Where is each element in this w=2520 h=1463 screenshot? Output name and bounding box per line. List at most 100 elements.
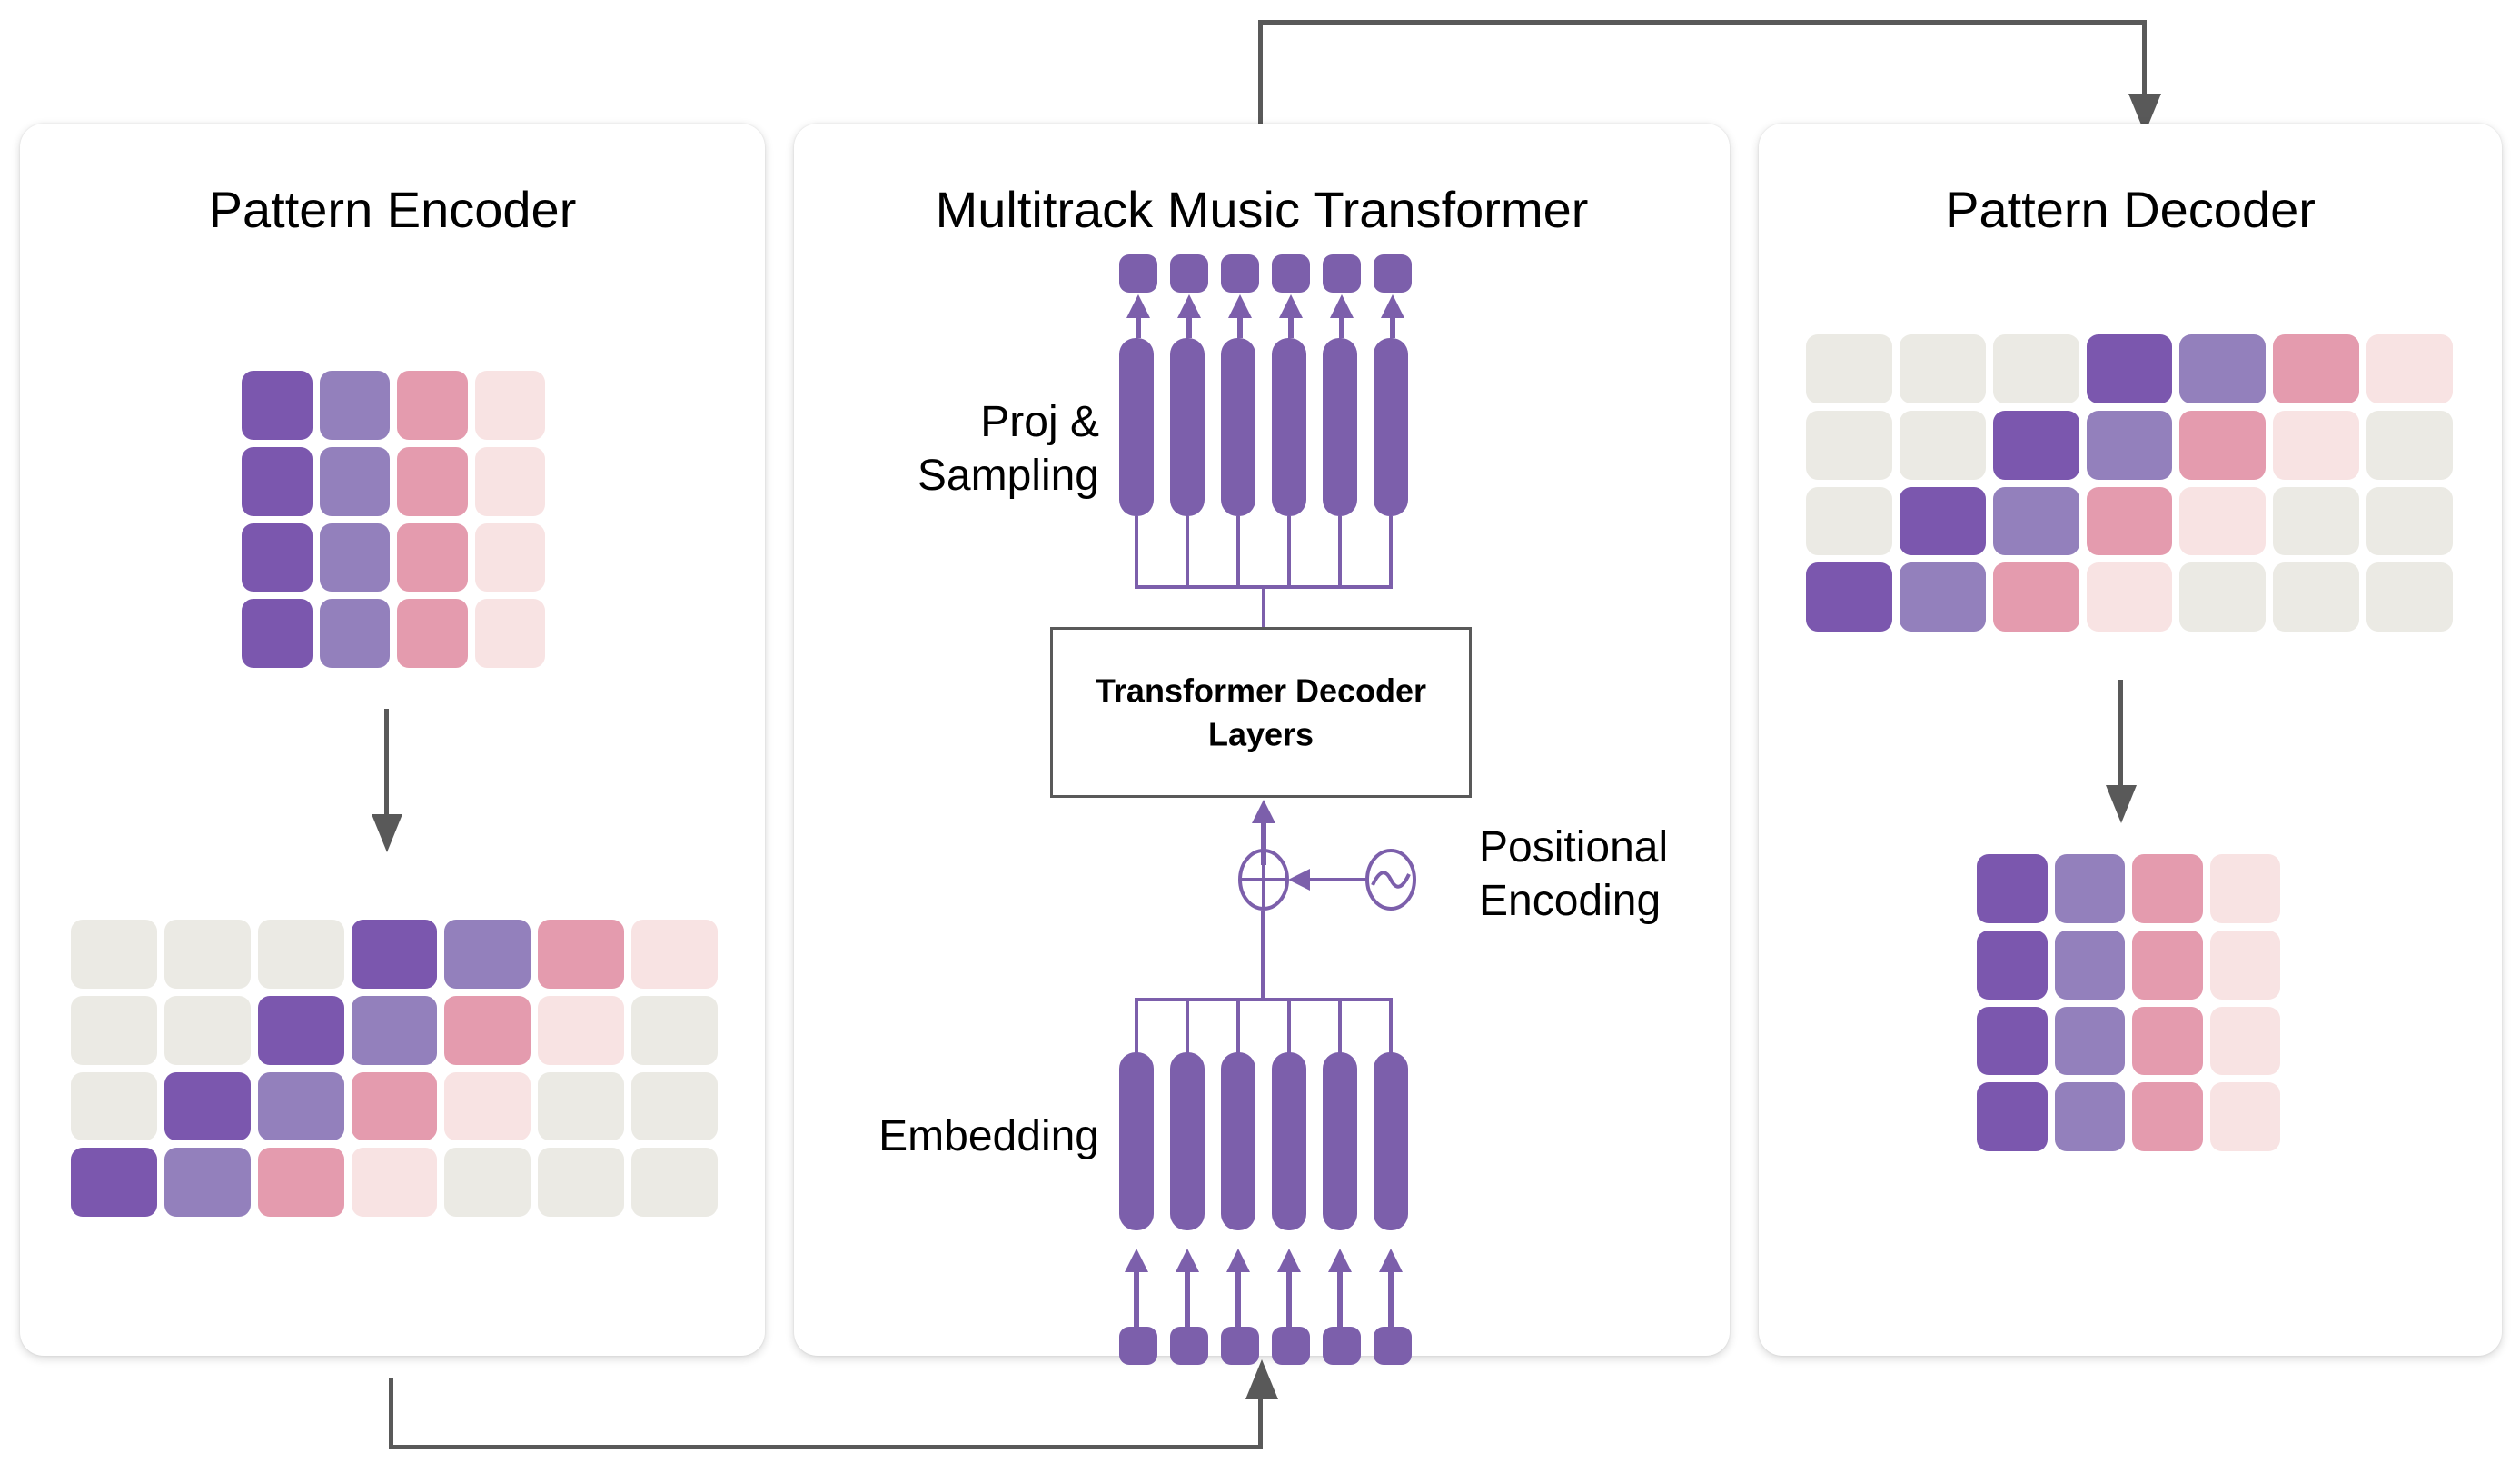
transformer-decoder-layers-label: Transformer Decoder Layers <box>1095 672 1427 752</box>
pattern-cell <box>2273 410 2360 480</box>
arrow-head-left-icon <box>1288 869 1310 891</box>
pattern-cell <box>2086 334 2173 403</box>
pattern-cell <box>2179 410 2267 480</box>
pattern-cell <box>2179 486 2267 556</box>
pattern-cell <box>242 446 313 516</box>
pattern-cell <box>631 1071 718 1141</box>
pattern-cell <box>538 995 625 1065</box>
decoder-input-grid <box>1806 334 2453 632</box>
pattern-cell <box>1977 930 2048 1000</box>
pattern-cell <box>1992 410 2079 480</box>
proj-sampling-label: Proj & Sampling <box>917 398 1099 500</box>
pattern-cell <box>2086 410 2173 480</box>
pattern-cell <box>2054 1082 2125 1151</box>
pattern-cell <box>2366 562 2453 632</box>
pattern-cell <box>2273 486 2360 556</box>
pattern-cell <box>444 1071 531 1141</box>
pattern-cell <box>474 522 545 592</box>
page-title-mmt: Multitrack Music Transformer <box>935 181 1589 238</box>
pattern-cell <box>631 1148 718 1217</box>
pattern-cell <box>1806 486 1892 556</box>
pattern-cell <box>351 1148 438 1217</box>
pattern-cell <box>1992 562 2079 632</box>
pattern-cell <box>474 599 545 668</box>
positional-encoding-group <box>1238 849 1416 911</box>
panel-pattern-decoder: Pattern Decoder <box>1759 124 2502 1356</box>
pattern-cell <box>1992 334 2079 403</box>
pattern-cell <box>242 522 313 592</box>
pattern-cell <box>444 920 531 989</box>
pattern-cell <box>71 920 157 989</box>
pattern-cell <box>164 1148 251 1217</box>
page-title-pattern-decoder: Pattern Decoder <box>1945 181 2316 238</box>
pattern-cell <box>164 1071 251 1141</box>
decoder-output-grid <box>1977 854 2280 1151</box>
pattern-cell <box>351 995 438 1065</box>
pattern-cell <box>444 1148 531 1217</box>
pattern-cell <box>444 995 531 1065</box>
pattern-cell <box>1977 1006 2048 1076</box>
pattern-cell <box>2209 854 2280 923</box>
pattern-cell <box>71 1148 157 1217</box>
pattern-cell <box>2054 1006 2125 1076</box>
pattern-cell <box>1806 334 1892 403</box>
pattern-cell <box>2366 486 2453 556</box>
pattern-cell <box>1899 562 1986 632</box>
pattern-cell <box>164 920 251 989</box>
pattern-cell <box>1977 1082 2048 1151</box>
pattern-cell <box>1977 854 2048 923</box>
sine-wave-icon <box>1365 849 1416 911</box>
pattern-cell <box>397 599 468 668</box>
pattern-cell <box>242 371 313 440</box>
pattern-cell <box>2132 854 2203 923</box>
pattern-cell <box>2273 334 2360 403</box>
pattern-cell <box>71 995 157 1065</box>
encoder-output-grid <box>71 920 718 1217</box>
pattern-cell <box>397 446 468 516</box>
pattern-cell <box>2054 854 2125 923</box>
pattern-cell <box>397 522 468 592</box>
pattern-cell <box>2179 562 2267 632</box>
pattern-cell <box>2179 334 2267 403</box>
pattern-cell <box>2086 486 2173 556</box>
positional-encoding-label: Positional Encoding <box>1479 823 1669 925</box>
page-title-pattern-encoder: Pattern Encoder <box>208 181 577 238</box>
pattern-cell <box>2132 930 2203 1000</box>
pattern-cell <box>2366 334 2453 403</box>
embedding-label: Embedding <box>878 1112 1099 1160</box>
pattern-cell <box>1992 486 2079 556</box>
pattern-cell <box>319 522 390 592</box>
pattern-cell <box>538 920 625 989</box>
pattern-cell <box>351 1071 438 1141</box>
pattern-cell <box>538 1148 625 1217</box>
arrow-head-down-icon <box>2106 785 2137 823</box>
pattern-cell <box>2054 930 2125 1000</box>
arrow-head-down-icon <box>372 814 402 852</box>
panel-multitrack-music-transformer: Multitrack Music Transformer <box>794 124 1730 1365</box>
encoder-input-grid <box>242 371 545 668</box>
pattern-cell <box>1899 410 1986 480</box>
pattern-cell <box>2209 930 2280 1000</box>
pattern-cell <box>1806 562 1892 632</box>
pattern-cell <box>257 1071 344 1141</box>
pattern-cell <box>1899 486 1986 556</box>
panel-pattern-encoder: Pattern Encoder <box>20 124 765 1356</box>
pattern-cell <box>631 920 718 989</box>
pattern-cell <box>351 920 438 989</box>
transformer-decoder-layers-box: Transformer Decoder Layers <box>1050 627 1472 798</box>
pattern-cell <box>257 1148 344 1217</box>
pattern-cell <box>319 371 390 440</box>
pattern-cell <box>257 995 344 1065</box>
pattern-cell <box>242 599 313 668</box>
pattern-cell <box>397 371 468 440</box>
pattern-cell <box>2086 562 2173 632</box>
pattern-cell <box>474 371 545 440</box>
pattern-cell <box>538 1071 625 1141</box>
pattern-cell <box>2273 562 2360 632</box>
pattern-cell <box>474 446 545 516</box>
arrow-head-up-icon <box>1245 1359 1278 1399</box>
pattern-cell <box>2132 1006 2203 1076</box>
pattern-cell <box>2209 1082 2280 1151</box>
pattern-cell <box>2209 1006 2280 1076</box>
